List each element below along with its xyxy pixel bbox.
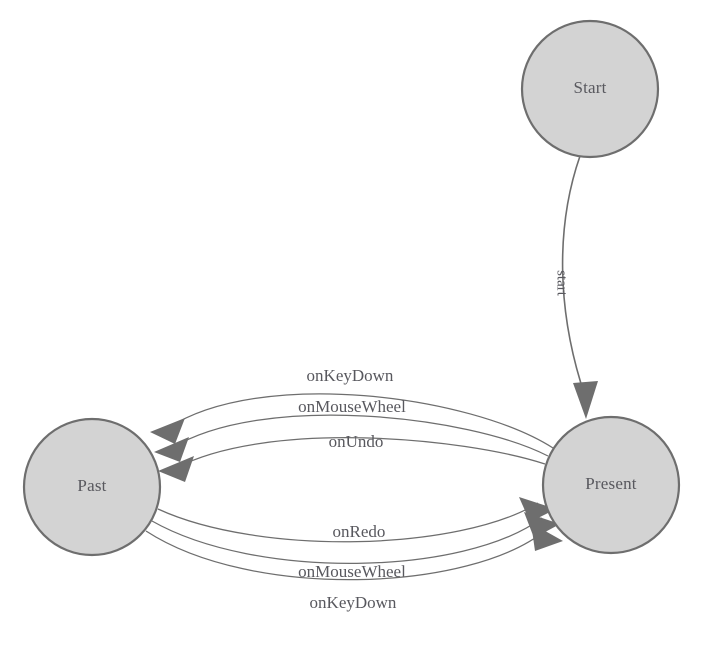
node-start[interactable]: Start — [520, 19, 660, 159]
edge-present-to-past-undo[interactable]: onUndo — [158, 432, 546, 482]
arrowhead-wheel-up — [154, 437, 189, 462]
edge-present-to-past-keydown[interactable]: onKeyDown — [150, 366, 554, 449]
edge-path-start — [561, 155, 586, 397]
node-present-label: Present — [585, 474, 637, 493]
node-present-circle — [541, 415, 681, 555]
edge-path-keydown-up — [167, 393, 554, 449]
edge-label-keydown-dn: onKeyDown — [310, 593, 397, 612]
arrowhead-keydown-dn — [531, 523, 563, 551]
edge-label-keydown-up: onKeyDown — [307, 366, 394, 385]
edge-present-to-past-mousewheel[interactable]: onMouseWheel — [154, 397, 549, 462]
edge-start-to-present[interactable]: start — [554, 155, 598, 419]
node-past-circle — [22, 417, 162, 557]
edge-path-keydown-dn — [145, 529, 547, 581]
arrowhead-keydown-up — [150, 418, 185, 444]
node-past-label: Past — [77, 476, 106, 495]
edge-path-redo — [157, 502, 539, 543]
edge-past-to-present-keydown[interactable]: onKeyDown — [145, 523, 563, 612]
arrowhead-undo — [158, 456, 194, 482]
edge-path-wheel-dn — [151, 517, 543, 565]
node-past[interactable]: Past — [22, 417, 162, 557]
arrowhead-start-to-present — [573, 381, 598, 419]
edge-label-wheel-dn: onMouseWheel — [298, 562, 406, 581]
node-start-label: Start — [573, 78, 606, 97]
node-present[interactable]: Present — [541, 415, 681, 555]
edge-label-start: start — [554, 270, 570, 297]
edge-past-to-present-redo[interactable]: onRedo — [157, 497, 556, 543]
edge-label-redo: onRedo — [333, 522, 386, 541]
edge-path-undo — [175, 437, 546, 469]
edge-path-wheel-up — [171, 414, 549, 457]
node-start-circle — [520, 19, 660, 159]
edge-label-undo: onUndo — [329, 432, 384, 451]
edge-label-wheel-up: onMouseWheel — [298, 397, 406, 416]
